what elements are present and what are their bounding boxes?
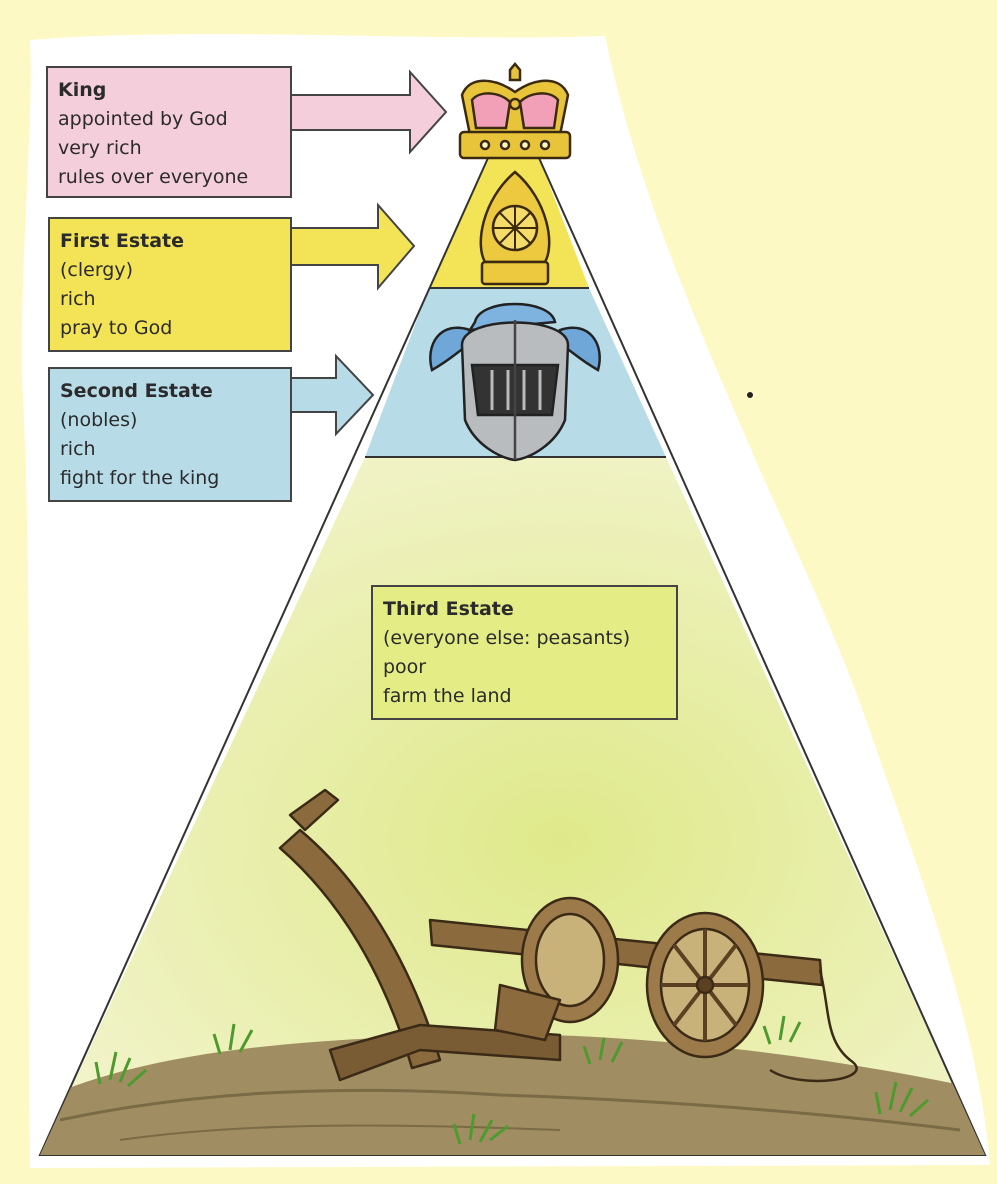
- first-estate-line-2: rich: [60, 285, 280, 314]
- first-estate-label-box: First Estate (clergy) rich pray to God: [48, 217, 292, 352]
- second-estate-line-3: fight for the king: [60, 464, 280, 493]
- king-title: King: [58, 76, 280, 105]
- first-estate-title: First Estate: [60, 227, 280, 256]
- second-estate-line-2: rich: [60, 435, 280, 464]
- king-line-3: rules over everyone: [58, 163, 280, 192]
- third-estate-line-2: poor: [383, 653, 666, 682]
- second-estate-line-1: (nobles): [60, 406, 280, 435]
- second-estate-title: Second Estate: [60, 377, 280, 406]
- second-estate-label-box: Second Estate (nobles) rich fight for th…: [48, 367, 292, 502]
- third-estate-title: Third Estate: [383, 595, 666, 624]
- first-estate-line-3: pray to God: [60, 314, 280, 343]
- king-label-box: King appointed by God very rich rules ov…: [46, 66, 292, 198]
- king-line-1: appointed by God: [58, 105, 280, 134]
- king-line-2: very rich: [58, 134, 280, 163]
- third-estate-line-1: (everyone else: peasants): [383, 624, 666, 653]
- third-estate-line-3: farm the land: [383, 682, 666, 711]
- first-estate-line-1: (clergy): [60, 256, 280, 285]
- third-estate-label-box: Third Estate (everyone else: peasants) p…: [371, 585, 678, 720]
